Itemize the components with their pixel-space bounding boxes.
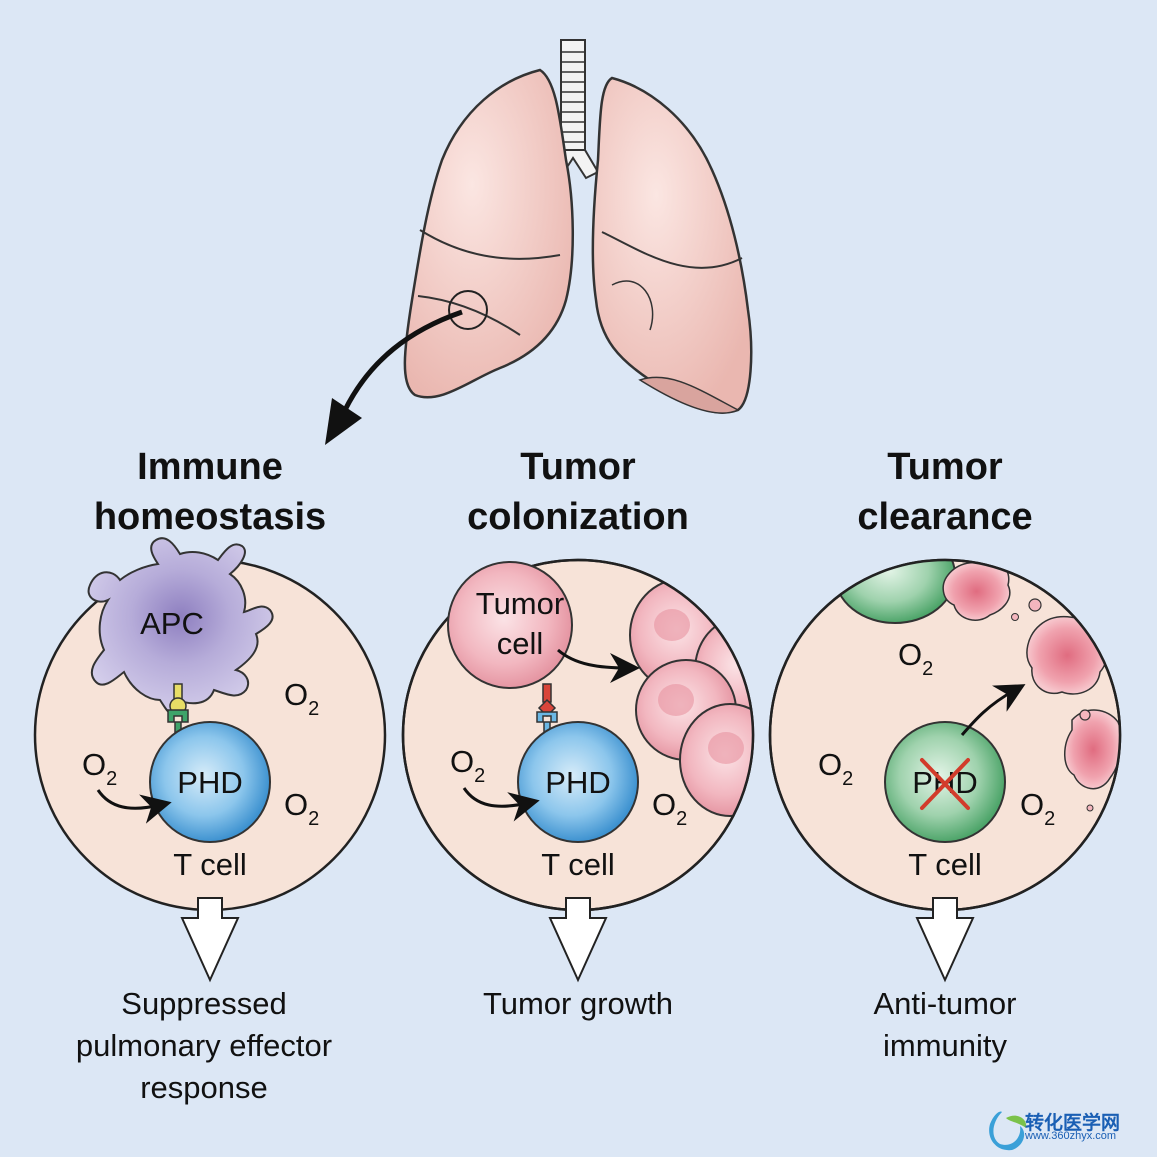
oxygen-label: O2	[82, 747, 117, 790]
oxygen-label: O2	[898, 637, 933, 680]
apc-label: APC	[140, 606, 204, 641]
panel-tumor-clearance: PHD T cell O2 O2 O2	[768, 558, 1122, 912]
oxygen-label: O2	[284, 787, 319, 830]
t-cell	[517, 721, 639, 843]
outcome-text-tumor-clearance: Anti-tumor immunity	[873, 986, 1017, 1063]
oxygen-label: O2	[450, 744, 485, 787]
t-cell	[149, 721, 271, 843]
apc-cell	[87, 537, 274, 714]
outcome-arrow	[548, 897, 608, 983]
tumor-cell	[447, 561, 573, 689]
panel-immune-homeostasis: APC PHD T cell O2 O2 O2	[33, 537, 387, 912]
right-lung	[591, 76, 753, 414]
panel-title-tumor-colonization: Tumor colonization	[467, 446, 689, 538]
trachea	[546, 39, 600, 180]
oxygen-label: O2	[1020, 787, 1055, 830]
tumor-migration-arrow	[557, 648, 640, 683]
phd-label: PHD	[177, 765, 242, 800]
panel-title-immune-homeostasis: Immune homeostasis	[93, 446, 327, 538]
oxygen-label: O2	[652, 787, 687, 830]
outcome-arrow	[180, 897, 240, 983]
left-lung	[403, 68, 574, 399]
watermark: 转化医学网 www.360zhyx.com	[985, 1108, 1150, 1148]
dying-tumor-debris	[834, 560, 1120, 812]
oxygen-arrow	[96, 789, 172, 824]
t-cell-label: T cell	[173, 847, 247, 882]
lung-zoom-marker	[448, 290, 488, 330]
attack-arrow	[960, 684, 1026, 736]
outcome-arrow	[915, 897, 975, 983]
receptor-synapse	[167, 683, 189, 735]
zoom-arrow-head	[325, 398, 362, 445]
watermark-logo-icon	[989, 1111, 1027, 1151]
t-cell-label: T cell	[541, 847, 615, 882]
watermark-title: 转化医学网	[1025, 1113, 1121, 1134]
oxygen-label: O2	[284, 677, 319, 720]
t-cell-label: T cell	[908, 847, 982, 882]
phd-inhibited-cross-icon	[920, 758, 970, 810]
watermark-url: www.360zhyx.com	[1025, 1130, 1117, 1142]
panel-title-tumor-clearance: Tumor clearance	[857, 446, 1033, 538]
outcome-text-tumor-colonization: Tumor growth	[482, 986, 674, 1021]
oxygen-label: O2	[818, 747, 853, 790]
phd-label: PHD	[545, 765, 610, 800]
zoom-arrow	[342, 309, 463, 412]
oxygen-arrow	[462, 787, 540, 822]
outcome-text-immune-homeostasis: Suppressed pulmonary effector response	[75, 986, 333, 1105]
lungs-illustration	[403, 39, 753, 414]
receptor-synapse	[536, 683, 558, 735]
